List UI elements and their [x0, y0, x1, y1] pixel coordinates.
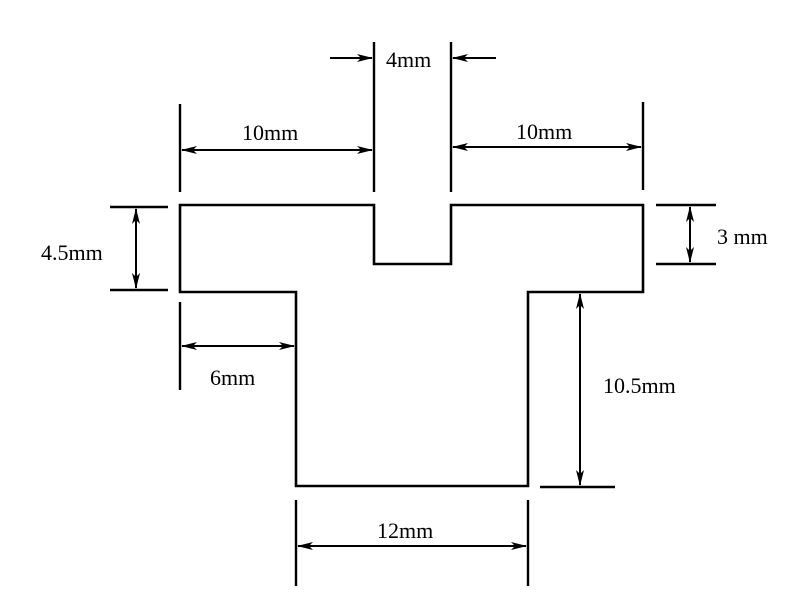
extension-lines	[110, 42, 716, 586]
dim-stem-width: 12mm	[297, 518, 527, 550]
label-slot-width: 4mm	[386, 47, 431, 72]
label-flange-thickness: 4.5mm	[41, 240, 103, 265]
dim-flange-thickness: 4.5mm	[41, 208, 140, 289]
label-left-flange: 10mm	[242, 120, 298, 145]
label-right-flange: 10mm	[516, 119, 572, 144]
dim-slot-depth: 3 mm	[686, 206, 768, 263]
dim-stem-height: 10.5mm	[576, 293, 676, 486]
part-outline	[178, 203, 645, 488]
label-slot-depth: 3 mm	[717, 224, 768, 249]
dim-stem-offset: 6mm	[181, 342, 295, 390]
dim-right-flange: 10mm	[452, 119, 642, 151]
label-stem-height: 10.5mm	[603, 373, 676, 398]
label-stem-width: 12mm	[377, 518, 433, 543]
dim-slot-width: 4mm	[330, 47, 496, 72]
label-stem-offset: 6mm	[210, 365, 255, 390]
dim-left-flange: 10mm	[181, 120, 373, 154]
